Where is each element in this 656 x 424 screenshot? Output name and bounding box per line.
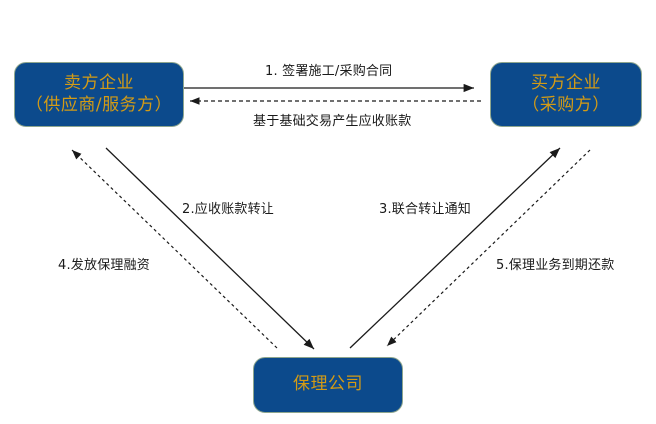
node-buyer-enterprise[interactable]: 买方企业 （采购方） [490,62,642,127]
edge-3-line [105,147,315,350]
edge-5-line [71,149,278,349]
edge-label-receivables-generated: 基于基础交易产生应收账款 [253,114,412,129]
edge-label-issue-factoring-financing: 4.发放保理融资 [58,258,151,273]
edge-label-contract-signing: 1. 签署施工/采购合同 [265,64,393,79]
node-factor-line-1: 保理公司 [293,374,363,395]
edge-label-repayment-at-maturity: 5.保理业务到期还款 [496,258,615,273]
node-seller-line-2: （供应商/服务方） [25,94,173,115]
edge-label-receivables-transfer: 2.应收账款转让 [182,202,275,217]
edge-4-line [349,147,561,349]
node-factoring-company[interactable]: 保理公司 [253,357,403,413]
edge-6-line [386,149,591,347]
node-seller-line-1: 卖方企业 [64,72,134,93]
node-buyer-line-1: 买方企业 [531,72,601,93]
edge-label-joint-transfer-notice: 3.联合转让通知 [379,202,472,217]
node-seller-enterprise[interactable]: 卖方企业 （供应商/服务方） [14,62,184,127]
node-buyer-line-2: （采购方） [522,94,610,115]
